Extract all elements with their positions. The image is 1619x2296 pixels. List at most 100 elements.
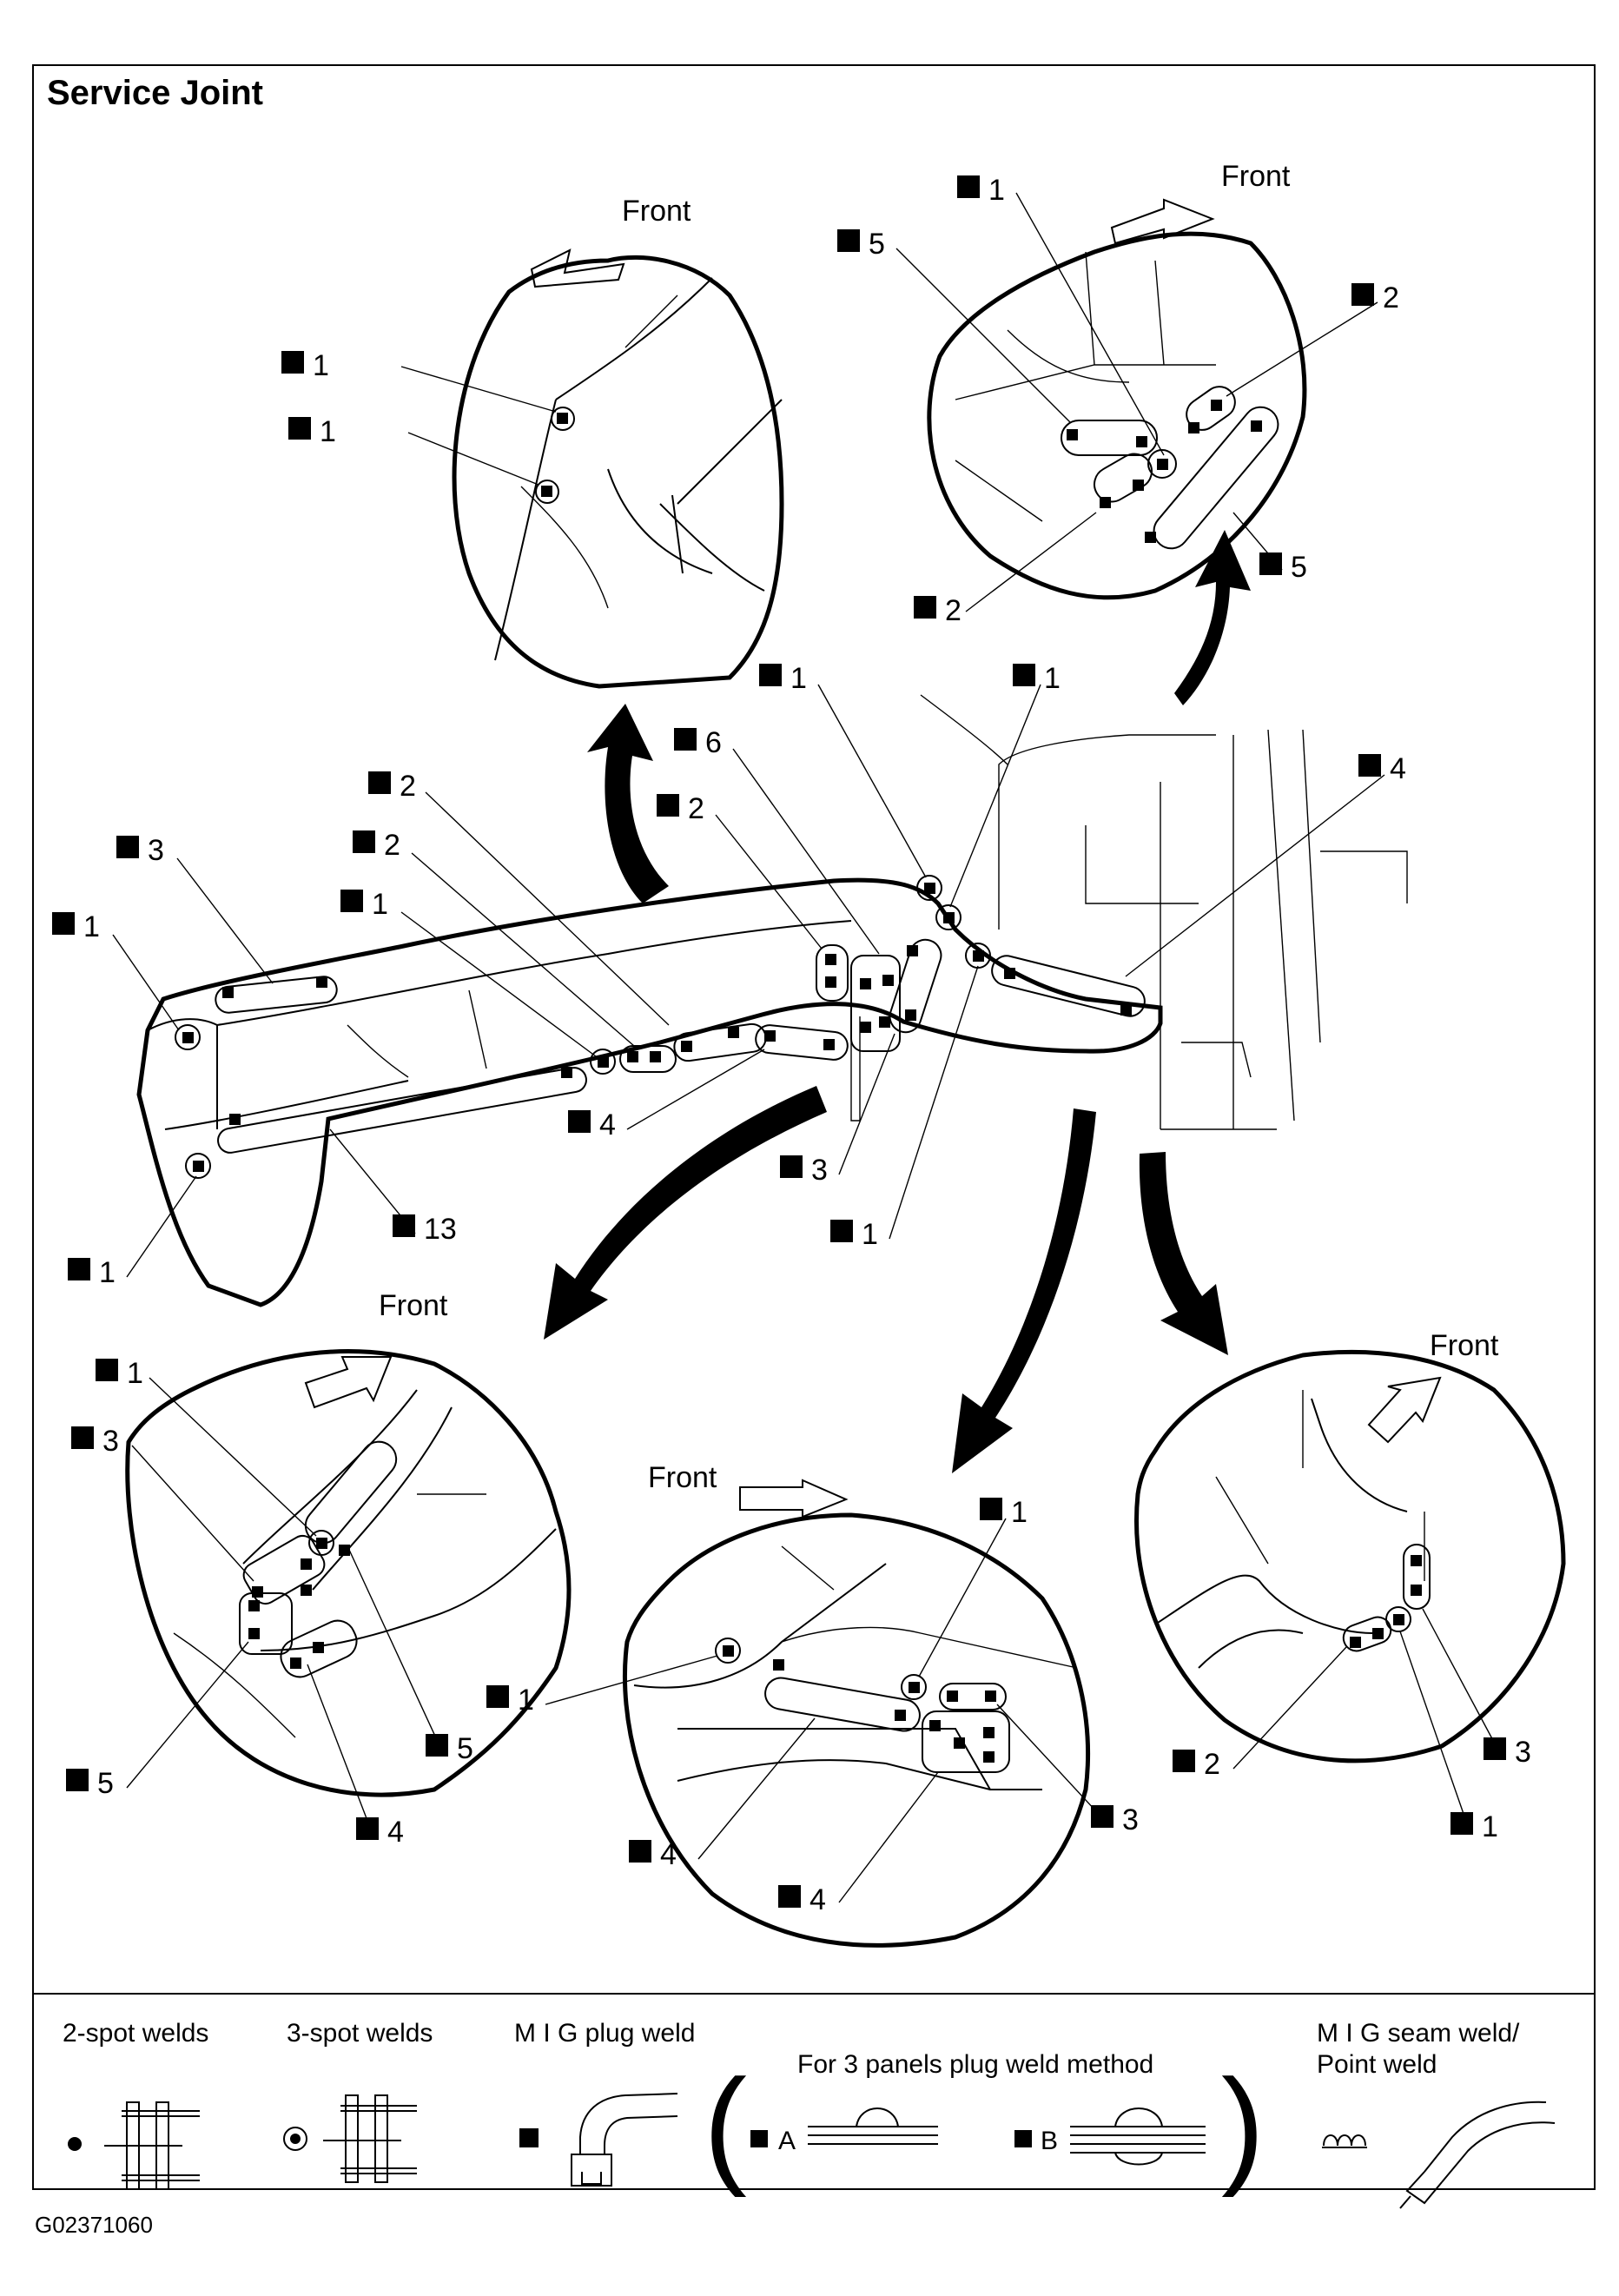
callout-number: 1: [320, 415, 336, 448]
callout-label: 1: [830, 1218, 878, 1251]
front-indicator-top-right: Front: [1110, 160, 1291, 245]
callout-square-icon: [288, 417, 311, 440]
callout-square-icon: [980, 1498, 1002, 1520]
method-b-square-icon: [1014, 2130, 1032, 2147]
method-a-square-icon: [750, 2130, 768, 2147]
callout-number: 2: [384, 829, 400, 862]
front-indicator-bottom-center: Front: [648, 1461, 849, 1519]
callout-number: 4: [1390, 752, 1406, 785]
detail-view-bottom-center: [545, 1512, 1107, 1948]
figure-code: G02371060: [35, 2212, 153, 2238]
callout-label: 2: [1173, 1748, 1220, 1781]
detail-view-bottom-right: [1133, 1349, 1566, 1832]
front-indicator-bottom-left: Front: [304, 1289, 448, 1409]
legend-three-panel-label: For 3 panels plug weld method: [797, 2050, 1153, 2079]
callout-number: 3: [811, 1154, 828, 1187]
callout-square-icon: [780, 1155, 803, 1178]
method-b-label: B: [1041, 2127, 1058, 2155]
view-arrows: [544, 530, 1251, 1473]
callout-square-icon: [837, 229, 860, 252]
callout-square-icon: [340, 890, 363, 912]
detail-view-top-left: [400, 255, 784, 689]
svg-text:Front: Front: [379, 1289, 448, 1322]
callout-square-icon: [96, 1359, 118, 1381]
callout-number: 4: [387, 1816, 404, 1849]
callout-square-icon: [830, 1220, 853, 1242]
callout-number: 1: [988, 174, 1005, 207]
callout-label: 3: [1484, 1736, 1531, 1769]
callout-label: 1: [68, 1256, 116, 1289]
callout-label: 5: [1259, 551, 1307, 584]
callout-label: 1: [957, 174, 1005, 207]
callout-square-icon: [426, 1734, 448, 1757]
mig-plug-torch-icon: [571, 2093, 678, 2187]
callout-number: 2: [1383, 281, 1399, 314]
callout-number: 5: [869, 228, 885, 261]
mig-plug-square-icon: [519, 2128, 539, 2147]
callout-number: 1: [127, 1357, 143, 1390]
callout-number: 3: [148, 834, 164, 867]
callout-square-icon: [486, 1685, 509, 1708]
callout-square-icon: [957, 175, 980, 198]
main-rail-assembly: [112, 684, 1408, 1307]
callout-square-icon: [1013, 664, 1035, 686]
callout-square-icon: [1351, 283, 1374, 306]
callout-label: 4: [568, 1108, 616, 1141]
legend-seam-label-line2: Point weld: [1317, 2050, 1437, 2079]
callout-label: 6: [674, 726, 722, 759]
callout-label: 5: [837, 228, 885, 261]
callout-label: 13: [393, 1213, 457, 1246]
callout-label: 4: [356, 1816, 404, 1849]
callout-number: 6: [705, 726, 722, 759]
callout-number: 5: [1291, 551, 1307, 584]
method-b-plug-icon: [1070, 2107, 1206, 2166]
callout-number: 1: [83, 910, 100, 943]
callout-square-icon: [281, 351, 304, 374]
two-spot-clamp-icon: [104, 2101, 200, 2190]
legend-two-spot-label: 2-spot welds: [63, 2019, 208, 2048]
legend-bracket-left: (: [704, 2052, 747, 2198]
callout-square-icon: [1091, 1805, 1113, 1828]
callout-number: 1: [1011, 1496, 1028, 1529]
legend-mig-plug-label: M I G plug weld: [514, 2019, 695, 2048]
callout-label: 2: [657, 792, 704, 825]
callout-square-icon: [393, 1214, 415, 1237]
method-a-plug-icon: [808, 2107, 938, 2145]
callout-square-icon: [71, 1426, 94, 1449]
callout-number: 5: [97, 1767, 114, 1800]
legend-bracket-right: ): [1221, 2052, 1265, 2198]
three-spot-clamp-icon: [323, 2094, 417, 2183]
callout-square-icon: [52, 912, 75, 935]
callout-label: 1: [1013, 662, 1061, 695]
callout-number: 1: [313, 349, 329, 382]
callout-number: 1: [790, 662, 807, 695]
callout-number: 1: [372, 888, 388, 921]
callout-square-icon: [914, 596, 936, 619]
callout-square-icon: [1358, 754, 1381, 777]
callout-number: 3: [1122, 1803, 1139, 1836]
front-indicator-top-left: Front: [530, 195, 691, 288]
callout-square-icon: [356, 1817, 379, 1840]
callout-label: 5: [426, 1732, 473, 1765]
callout-number: 4: [660, 1838, 677, 1871]
page-title: Service Joint: [47, 74, 263, 112]
callout-square-icon: [66, 1769, 89, 1791]
callout-number: 2: [400, 770, 416, 803]
callout-label: 3: [116, 834, 164, 867]
callout-number: 1: [1482, 1810, 1498, 1843]
callout-number: 1: [862, 1218, 878, 1251]
callout-label: 1: [52, 910, 100, 943]
callout-label: 1: [759, 662, 807, 695]
callout-square-icon: [778, 1885, 801, 1908]
callout-label: 3: [71, 1425, 119, 1458]
svg-text:Front: Front: [622, 195, 691, 228]
callout-label: 1: [980, 1496, 1028, 1529]
callout-label: 2: [368, 770, 416, 803]
weld-legend: 2-spot welds 3-spot welds M I G plug wel…: [63, 2019, 1556, 2209]
outer-frame: [32, 64, 1596, 2190]
callout-label: 1: [486, 1684, 534, 1717]
front-indicator-bottom-right: Front: [1367, 1329, 1499, 1444]
callout-square-icon: [1173, 1750, 1195, 1772]
seam-weld-torch-icon: [1399, 2101, 1556, 2209]
callout-number: 13: [424, 1213, 457, 1246]
